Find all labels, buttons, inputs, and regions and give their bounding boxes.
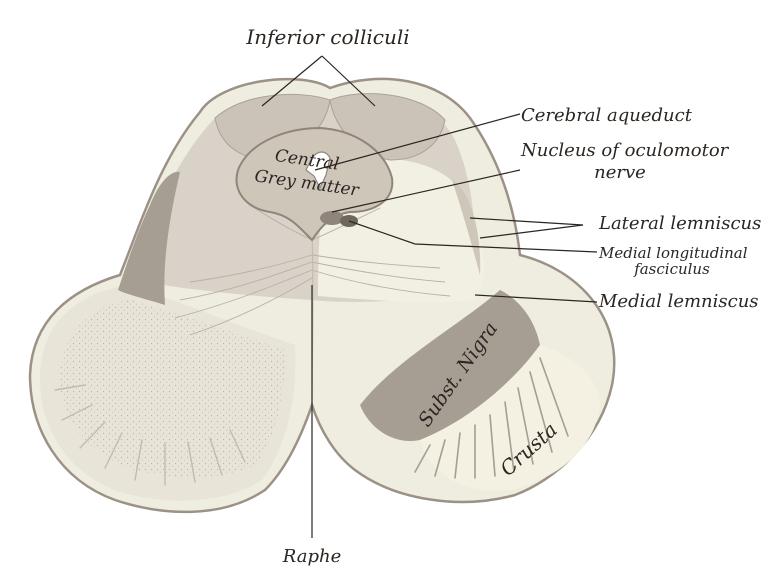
crusta-right [420,345,600,491]
substantia-nigra-right [360,290,540,441]
midline-curves [174,204,451,336]
mlf-label-line1: Medial longitudinal [598,244,748,262]
nucleus-oculomotor-label-line2: nerve [594,162,646,183]
cerebral-aqueduct-label: Cerebral aqueduct [521,105,693,126]
leader-lines [261,55,598,538]
lateral-lemniscus-label: Lateral lemniscus [598,213,761,234]
nucleus-oculomotor-label-line1: Nucleus of oculomotor [520,140,730,161]
left-crus-fibres [54,384,246,486]
cerebral-aqueduct [305,151,331,190]
raphe-label: Raphe [282,546,341,567]
inferior-colliculi-label: Inferior colliculi [245,25,409,49]
central-grey-matter [235,126,394,242]
lateral-lemniscus-crescent [452,180,481,275]
medial-lemniscus-label: Medial lemniscus [598,291,759,312]
left-dark-band [118,171,180,305]
crusta-fibres [414,357,569,479]
left-crus-stipple [60,300,286,477]
nucleus-of-oculomotor-nerve [320,211,344,225]
mlf-label-line2: fasciculus [633,260,710,278]
